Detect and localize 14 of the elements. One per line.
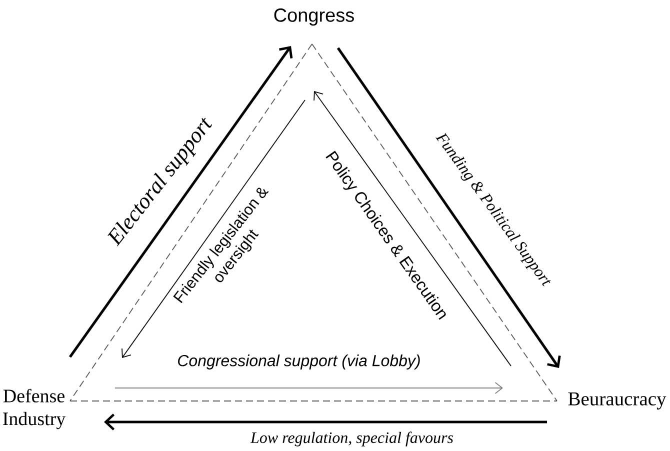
arrow	[104, 414, 547, 430]
arrow	[314, 91, 512, 366]
arrow	[68, 46, 293, 358]
node-label: Congress	[274, 8, 354, 26]
dashed-line	[70, 44, 312, 402]
arrow	[122, 100, 306, 358]
arrow	[114, 382, 503, 394]
edge-label: Low regulation, special favours	[250, 432, 453, 446]
node-label: Beuraucracy	[568, 392, 666, 410]
dashed-line	[312, 44, 558, 402]
edge-label: Congressional support (via Lobby)	[178, 354, 420, 370]
arrow	[336, 47, 561, 368]
dashed-line	[70, 400, 558, 402]
node-label: Defense Industry	[3, 388, 66, 430]
